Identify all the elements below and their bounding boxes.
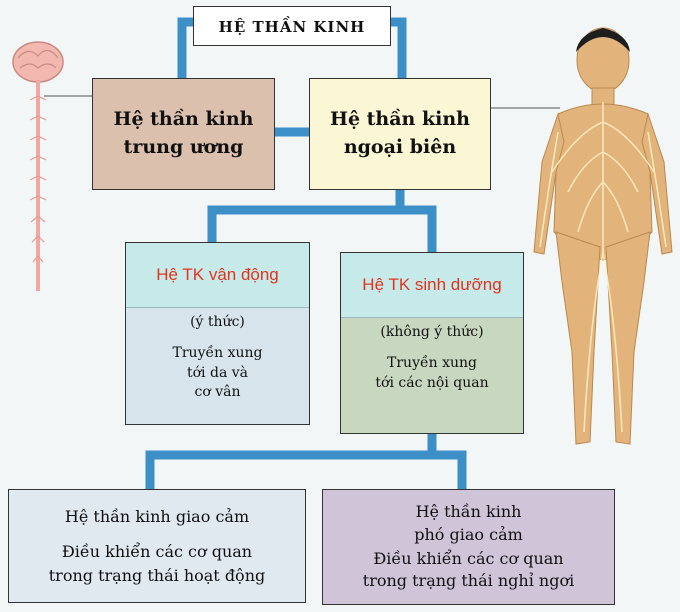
central-line2: trung ương xyxy=(123,136,244,158)
somatic-desc-line2: tới da và xyxy=(187,364,248,381)
autonomic-nervous-system-box: Hệ TK sinh dưỡng (không ý thức) Truyền x… xyxy=(340,252,524,434)
peripheral-line2: ngoại biên xyxy=(343,136,457,158)
peripheral-line1: Hệ thần kinh xyxy=(330,108,470,131)
central-nervous-system-box: Hệ thần kinh trung ương xyxy=(92,78,275,190)
peripheral-nervous-system-box: Hệ thần kinh ngoại biên xyxy=(309,78,491,190)
somatic-title: Hệ TK vận động xyxy=(126,243,309,308)
sympathetic-nervous-system-box: Hệ thần kinh giao cảm Điều khiển các cơ … xyxy=(8,489,306,603)
pns-branch-connector xyxy=(207,185,437,257)
central-line1: Hệ thần kinh xyxy=(113,108,254,131)
autonomic-desc-line2: tới các nội quan xyxy=(375,374,489,391)
sympathetic-desc-line2: trong trạng thái hoạt động xyxy=(48,565,266,585)
sympathetic-desc-line1: Điều khiển các cơ quan xyxy=(61,542,253,562)
human-nervous-system-figure xyxy=(533,27,673,445)
somatic-desc-line3: cơ vân xyxy=(194,384,241,401)
parasympathetic-desc-line2: trong trạng thái nghỉ ngơi xyxy=(362,571,575,591)
autonomic-desc-line1: Truyền xung xyxy=(387,355,477,371)
somatic-desc-line1: Truyền xung xyxy=(172,345,263,361)
sympathetic-title: Hệ thần kinh giao cảm xyxy=(64,507,250,527)
root-title-box: HỆ THẦN KINH xyxy=(193,6,391,46)
parasympathetic-desc-line1: Điều khiển các cơ quan xyxy=(373,549,564,568)
autonomic-desc: Truyền xung tới các nội quan xyxy=(341,354,523,393)
autonomic-branch-connector xyxy=(145,429,467,494)
root-connector xyxy=(177,17,407,83)
autonomic-sub: (không ý thức) xyxy=(380,324,484,340)
somatic-desc: Truyền xung tới da và cơ vân xyxy=(126,344,309,403)
parasympathetic-title-line2: phó giao cảm xyxy=(414,524,523,544)
autonomic-title: Hệ TK sinh dưỡng xyxy=(341,253,523,318)
parasympathetic-title-line1: Hệ thần kinh xyxy=(415,502,522,522)
root-title: HỆ THẦN KINH xyxy=(218,18,366,36)
somatic-sub: (ý thức) xyxy=(190,314,245,330)
somatic-nervous-system-box: Hệ TK vận động (ý thức) Truyền xung tới … xyxy=(125,242,310,425)
parasympathetic-nervous-system-box: Hệ thần kinh phó giao cảm Điều khiển các… xyxy=(322,489,615,605)
brain-spinal-cord-icon xyxy=(12,41,64,291)
